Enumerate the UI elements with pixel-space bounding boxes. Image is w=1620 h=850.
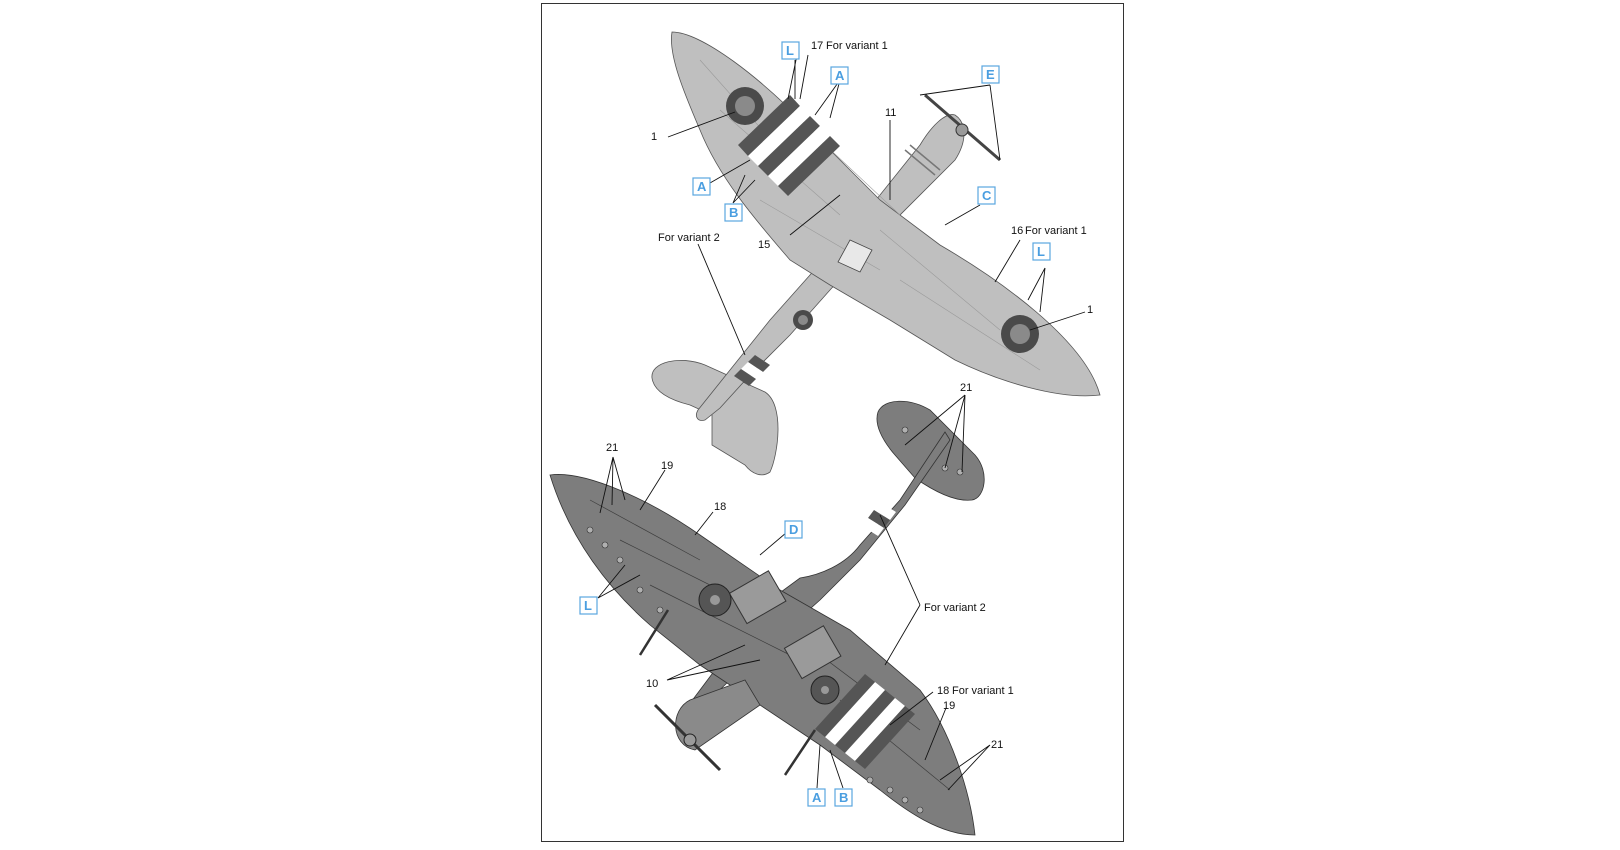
top-roundel-left xyxy=(726,87,764,125)
svg-text:L: L xyxy=(786,43,794,58)
bottom-fuselage-stripes xyxy=(862,502,896,536)
top-view-aircraft xyxy=(651,31,1101,476)
top-exhaust xyxy=(904,144,941,176)
callout-18-variant: For variant 1 xyxy=(952,685,1014,697)
callout-11: 11 xyxy=(885,107,896,119)
svg-text:A: A xyxy=(835,68,845,83)
bottom-cannon-left xyxy=(638,609,670,656)
callout-16-variant: For variant 1 xyxy=(1025,225,1087,237)
callout-19-left: 19 xyxy=(661,460,673,472)
box-D-bottom: D xyxy=(784,520,803,539)
bottom-tailplane xyxy=(876,400,985,501)
callout-17-variant: For variant 1 xyxy=(826,40,888,52)
bottom-wing-stripes xyxy=(815,674,915,769)
svg-text:L: L xyxy=(1037,244,1045,259)
callout-21-tail: 21 xyxy=(960,382,972,394)
box-B-top: B xyxy=(724,203,743,222)
top-fuselage-stripes xyxy=(734,355,770,386)
callout-variant-2-top: For variant 2 xyxy=(658,232,720,244)
callout-10: 10 xyxy=(646,678,658,690)
bottom-cowling xyxy=(675,679,761,751)
top-fuselage-roundel xyxy=(793,310,813,330)
callout-16: 16 xyxy=(1011,225,1023,237)
box-L-top-left: L xyxy=(781,41,800,60)
top-roundel-right xyxy=(1001,315,1039,353)
callout-18: 18 xyxy=(714,501,726,513)
bottom-radiator-right xyxy=(783,625,842,680)
callout-15: 15 xyxy=(758,239,770,251)
bottom-detail-dots xyxy=(586,426,964,814)
box-A-bottom: A xyxy=(807,788,826,807)
bottom-spinner xyxy=(683,733,697,747)
svg-text:B: B xyxy=(839,790,848,805)
box-L-top-right: L xyxy=(1032,242,1051,261)
bottom-wing xyxy=(549,474,976,836)
box-L-bottom: L xyxy=(579,596,598,615)
bottom-wheel-right xyxy=(810,675,840,705)
letter-boxes: L A E A B C L D xyxy=(579,41,1051,807)
callout-18b: 18 xyxy=(937,685,949,697)
bottom-radiator-left xyxy=(728,570,787,625)
callout-17: 17 xyxy=(811,40,823,52)
box-A-top-lower: A xyxy=(692,177,711,196)
bottom-cannon-right xyxy=(783,729,817,776)
svg-text:A: A xyxy=(812,790,822,805)
bottom-wheel-left xyxy=(698,583,732,617)
svg-text:B: B xyxy=(729,205,738,220)
bottom-panel-lines xyxy=(589,499,951,791)
callout-variant-2-bottom: For variant 2 xyxy=(924,602,986,614)
callout-1-left: 1 xyxy=(651,131,657,143)
callout-1-right: 1 xyxy=(1087,304,1093,316)
svg-text:A: A xyxy=(697,179,707,194)
top-canopy xyxy=(837,239,873,273)
box-C-top: C xyxy=(977,186,996,205)
callout-21-right: 21 xyxy=(991,739,1003,751)
top-tailplane xyxy=(651,359,779,476)
box-B-bottom: B xyxy=(834,788,853,807)
leader-lines xyxy=(597,54,1086,791)
svg-text:E: E xyxy=(986,67,995,82)
svg-text:D: D xyxy=(789,522,798,537)
callout-numbers: 1 17 For variant 1 11 15 16 For variant … xyxy=(606,40,1093,751)
callout-19-right: 19 xyxy=(943,700,955,712)
svg-text:C: C xyxy=(982,188,992,203)
top-spinner xyxy=(955,123,969,137)
svg-text:L: L xyxy=(584,598,592,613)
box-E-top: E xyxy=(981,65,1000,84)
callout-21-left: 21 xyxy=(606,442,618,454)
top-wing-stripes xyxy=(738,95,840,196)
box-A-top-upper: A xyxy=(830,66,849,85)
bottom-view-aircraft xyxy=(549,400,985,836)
